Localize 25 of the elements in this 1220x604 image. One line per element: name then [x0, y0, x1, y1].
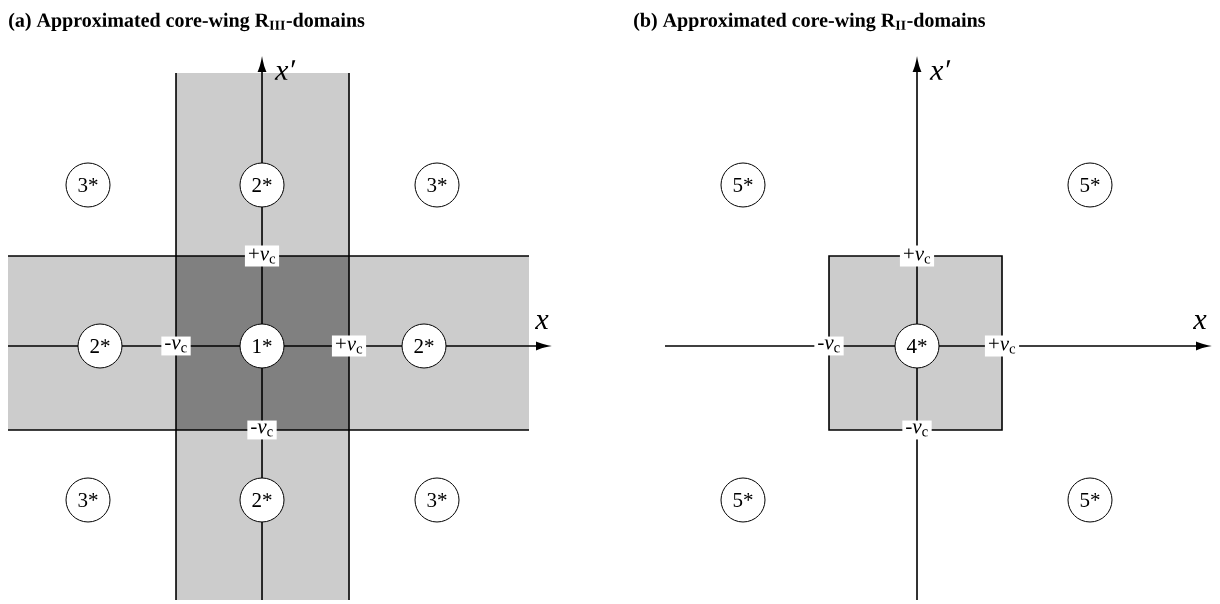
boundary-label: -v$_{c}$	[814, 336, 844, 356]
boundary-label: +v$_{c}$	[331, 335, 367, 357]
panel-title: (b) Approximated core-wing R$_{II}$-domains	[634, 12, 986, 32]
axis-label: x	[1193, 315, 1207, 329]
boundary-label: +v$_{c}$	[984, 335, 1020, 357]
region-number: 3*	[414, 162, 460, 208]
boundary-label: +v$_{c}$	[899, 245, 935, 267]
axis-label: x′	[274, 60, 296, 80]
region-number: 2*	[239, 162, 285, 208]
region-number: 3*	[65, 162, 111, 208]
boundary-label: +v$_{c}$	[244, 245, 280, 267]
panel-title: (a) Approximated core-wing R$_{III}$-domains	[9, 12, 365, 32]
region-number: 4*	[894, 323, 940, 369]
region-number: 5*	[720, 162, 766, 208]
region-number: 2*	[401, 323, 447, 369]
region-number: 5*	[1067, 477, 1113, 523]
axis-label: x	[535, 315, 549, 329]
region-number: 1*	[239, 323, 285, 369]
region-number: 3*	[414, 477, 460, 523]
region-number: 5*	[1067, 162, 1113, 208]
region-number: 2*	[77, 323, 123, 369]
region-number: 2*	[239, 477, 285, 523]
region-number: 3*	[65, 477, 111, 523]
region-number: 5*	[720, 477, 766, 523]
axis-label: x′	[929, 60, 951, 80]
